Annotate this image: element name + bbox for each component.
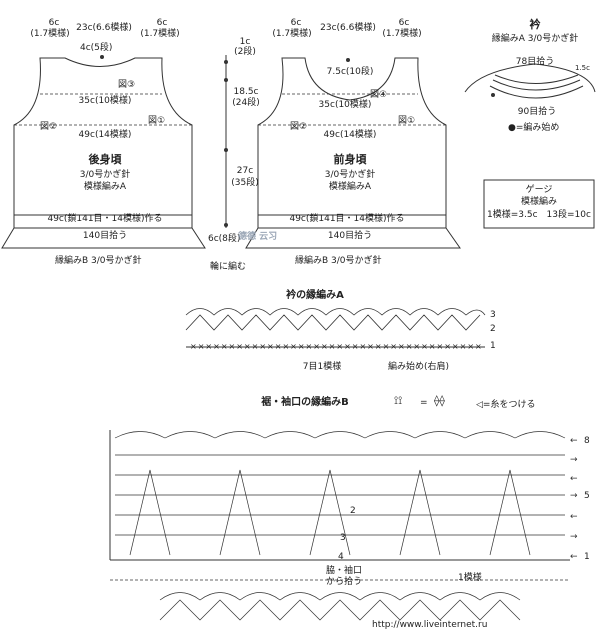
collar-s90: 90目拾う [517,107,557,117]
row-arrow-icon: → [570,455,578,465]
edging-b-row1: 1 [584,552,590,562]
edging-b-pick2: から拾う [326,577,363,587]
edging-b-inner2: 2 [350,506,356,516]
back-fig3: 図③ [118,80,136,90]
front-fig2: 図② [290,122,308,132]
center-c1: 1c [239,37,251,47]
edging-a-repeat: 7目1模様 [302,362,342,372]
edging-b-thread: ◁=糸をつける [476,400,536,410]
back-w49: 49c(14模様) [78,130,132,140]
edging-a-row3: 3 [490,310,496,320]
back-top-left-sub: (1.7模様) [30,29,70,39]
fan-symbol-icon: ⟟⟟ [394,394,403,407]
front-w35: 35c(10模様) [318,100,372,110]
row-arrow-icon: ← [570,474,578,484]
edging-b-title: 裾・袖口の縁編みB [261,397,349,408]
front-fig1: 図① [398,116,416,126]
back-top-left: 6c [48,18,60,28]
watermark: 德德 云习 [238,232,278,242]
collar-sub: 縁編みA 3/0号かぎ針 [491,34,579,44]
front-title: 前身頃 [333,153,367,166]
edging-a-chart [185,308,486,331]
center-ring: 輪に編む [210,262,247,272]
collar-start: ●=編み始め [508,123,560,133]
back-chain: 49c(鎖141目・14模様)作る [47,214,163,224]
edging-a-row1: 1 [490,341,496,351]
back-top-right-sub: (1.7模様) [140,29,180,39]
edging-a-stitches: ×××××××××××××××××××××××××××××××××××××× [190,342,483,351]
edging-b-row5: 5 [584,491,590,501]
center-c4: 6c(8段) [208,234,241,244]
front-pick: 140目拾う [327,231,373,241]
back-neck: 4c(5段) [80,43,113,53]
edging-b-row8: 8 [584,436,590,446]
edging-a-row2: 2 [490,324,496,334]
back-title: 後身頃 [88,153,122,166]
back-fig1: 図① [148,116,166,126]
back-top-right: 6c [156,18,168,28]
edging-b-inner3: 3 [340,533,346,543]
back-w35: 35c(10模様) [78,96,132,106]
edging-a-title: 衿の縁編みA [286,290,344,301]
collar-sketch [464,63,596,93]
front-hook: 3/0号かぎ針 [324,170,376,180]
center-c1sub: (2段) [234,47,256,57]
back-edge: 縁編みB 3/0号かぎ針 [55,256,142,266]
row-arrow-icon: ← [570,436,578,446]
center-c3: 27c [236,166,254,176]
edging-b-eq: = [420,398,428,408]
center-c2sub: (24段) [232,98,260,108]
front-fig4: 図④ [370,90,388,100]
back-hook: 3/0号かぎ針 [79,170,131,180]
row-arrow-icon: → [570,491,578,501]
center-c3sub: (35段) [231,178,259,188]
row-arrow-icon: ← [570,552,578,562]
gauge-title: ゲージ [525,185,553,195]
front-neck: 7.5c(10段) [326,67,374,77]
row-arrow-icon: → [570,532,578,542]
front-edge: 縁編みB 3/0号かぎ針 [295,256,382,266]
front-chain: 49c(鎖141目・14模様)作る [289,214,405,224]
edging-b-repeat: 1模様 [458,573,482,583]
collar-s78: 78目拾う [515,57,555,67]
edging-b-inner4: 4 [338,552,344,562]
gauge-pattern: 模様編み [520,197,557,207]
gauge-value: 1模様=3.5c 13段=10c [487,210,591,220]
edging-b-chart [114,431,566,621]
row-arrow-icon: ← [570,512,578,522]
back-pattern: 模様編みA [83,182,127,192]
front-top-left-sub: (1.7模様) [272,29,312,39]
edging-b-pick: 脇・袖口 [326,566,363,576]
front-top-left: 6c [290,18,302,28]
front-top-right-sub: (1.7模様) [382,29,422,39]
back-pick: 140目拾う [82,231,128,241]
collar-title: 衿 [529,18,541,31]
front-top-right: 6c [398,18,410,28]
front-hem-band [245,227,461,249]
back-fig2: 図② [40,122,58,132]
gauge-box [483,179,595,229]
front-pattern: 模様編みA [328,182,372,192]
back-top-mid: 23c(6.6模様) [76,23,132,33]
center-c2: 18.5c [233,87,259,97]
back-hem-band [1,227,206,249]
front-w49: 49c(14模様) [323,130,377,140]
footer-url[interactable]: http://www.liveinternet.ru [372,620,488,630]
edging-a-start: 編み始め(右肩) [388,362,450,372]
back-bodice-outline [13,57,193,216]
fan-symbol-alt-icon: ⟠⟠ [434,394,445,407]
front-top-mid: 23c(6.6模様) [320,23,376,33]
collar-s15: 1.5c [575,64,590,72]
